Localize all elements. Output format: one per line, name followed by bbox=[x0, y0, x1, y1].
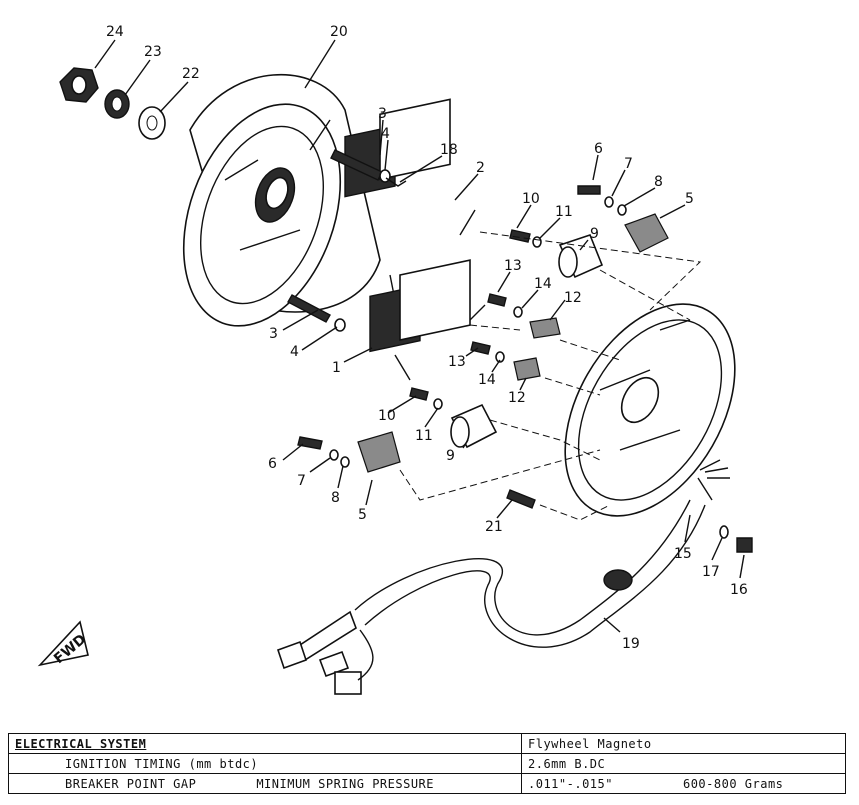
fwd-arrow-icon: FWD bbox=[37, 620, 89, 667]
spec-row-timing: IGNITION TIMING (mm btdc) 2.6mm B.DC bbox=[8, 753, 846, 774]
spec-label-spring: MINIMUM SPRING PRESSURE bbox=[256, 776, 434, 791]
callout-21: 21 bbox=[485, 519, 503, 535]
callout-9b: 9 bbox=[446, 448, 455, 464]
callout-8b: 8 bbox=[331, 490, 340, 506]
callout-15: 15 bbox=[674, 546, 692, 562]
callout-19: 19 bbox=[622, 636, 640, 652]
callout-18: 18 bbox=[440, 142, 458, 158]
clamp-upper bbox=[529, 317, 561, 339]
assembly-lines bbox=[399, 231, 702, 521]
wire-harness bbox=[276, 459, 730, 695]
callout-3a: 3 bbox=[378, 106, 387, 122]
callout-14b: 14 bbox=[478, 372, 496, 388]
clamp-lower bbox=[513, 357, 541, 381]
callout-3b: 3 bbox=[269, 326, 278, 342]
breaker-point-lower bbox=[357, 431, 401, 473]
callout-14a: 14 bbox=[534, 276, 552, 292]
condenser-upper bbox=[558, 234, 604, 279]
callout-11b: 11 bbox=[415, 428, 433, 444]
callout-23: 23 bbox=[144, 44, 162, 60]
callout-13b: 13 bbox=[448, 354, 466, 370]
callout-10a: 10 bbox=[522, 191, 540, 207]
callout-7a: 7 bbox=[624, 156, 633, 172]
breaker-point-upper bbox=[624, 213, 669, 253]
callout-2: 2 bbox=[476, 160, 485, 176]
leader-lines bbox=[94, 39, 745, 633]
spec-value-timing: 2.6mm B.DC bbox=[521, 753, 846, 774]
spec-row-electrical: ELECTRICAL SYSTEM Flywheel Magneto bbox=[8, 733, 846, 754]
callout-10b: 10 bbox=[378, 408, 396, 424]
exploded-parts-diagram: FWD 24 23 22 20 3 4 18 2 6 7 8 5 10 bbox=[37, 24, 753, 695]
nut-part bbox=[59, 67, 99, 103]
spec-row-gap: BREAKER POINT GAP MINIMUM SPRING PRESSURE… bbox=[8, 773, 846, 794]
callout-17: 17 bbox=[702, 564, 720, 580]
ignition-coil-lower bbox=[369, 259, 486, 381]
callout-20: 20 bbox=[330, 24, 348, 40]
spec-label-electrical: ELECTRICAL SYSTEM bbox=[8, 733, 522, 754]
condenser-lower bbox=[450, 403, 498, 449]
callout-16: 16 bbox=[730, 582, 748, 598]
callout-11a: 11 bbox=[555, 204, 573, 220]
spec-label-gap: BREAKER POINT GAP bbox=[65, 776, 197, 791]
specification-table: ELECTRICAL SYSTEM Flywheel Magneto IGNIT… bbox=[8, 733, 846, 794]
callout-22: 22 bbox=[182, 66, 200, 82]
flywheel-part bbox=[182, 73, 381, 327]
spec-value-gap-cell: .011"-.015" 600-800 Grams bbox=[521, 773, 846, 794]
callout-9a: 9 bbox=[590, 226, 599, 242]
spec-value-spring: 600-800 Grams bbox=[682, 776, 784, 791]
spec-label-gap-cell: BREAKER POINT GAP MINIMUM SPRING PRESSURE bbox=[8, 773, 522, 794]
screw-lower bbox=[287, 294, 331, 323]
callout-12a: 12 bbox=[564, 290, 582, 306]
small-hardware bbox=[297, 185, 753, 553]
callout-13a: 13 bbox=[504, 258, 522, 274]
callout-6a: 6 bbox=[594, 141, 603, 157]
spec-value-electrical: Flywheel Magneto bbox=[521, 733, 846, 754]
callout-8a: 8 bbox=[654, 174, 663, 190]
callout-7b: 7 bbox=[297, 473, 306, 489]
callout-24: 24 bbox=[106, 24, 124, 40]
callout-4a: 4 bbox=[381, 126, 390, 142]
callout-1: 1 bbox=[332, 360, 341, 376]
stator-base-plate bbox=[564, 303, 736, 517]
callout-labels: 24 23 22 20 3 4 18 2 6 7 8 5 10 11 9 13 … bbox=[106, 24, 748, 652]
callout-6b: 6 bbox=[268, 456, 277, 472]
callout-5a: 5 bbox=[685, 191, 694, 207]
spec-value-gap: .011"-.015" bbox=[528, 776, 613, 791]
screw-upper bbox=[330, 149, 383, 181]
callout-4b: 4 bbox=[290, 344, 299, 360]
callout-12b: 12 bbox=[508, 390, 526, 406]
spec-label-timing: IGNITION TIMING (mm btdc) bbox=[8, 753, 522, 774]
callout-5b: 5 bbox=[358, 507, 367, 523]
